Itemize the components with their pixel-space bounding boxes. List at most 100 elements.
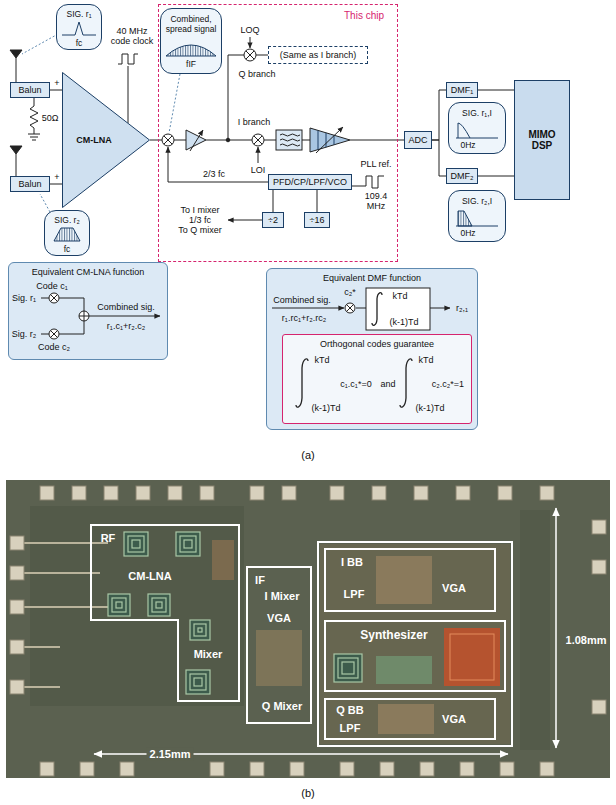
antenna-symbol (10, 50, 22, 154)
die-photo (104, 486, 118, 500)
node-outline (296, 359, 308, 407)
inductor (124, 532, 148, 556)
wire (40, 194, 50, 212)
spectrum-callout: SIG. r₁fc (56, 4, 102, 50)
node-text: 0Hz (460, 141, 475, 151)
die-photo (318, 542, 512, 746)
wire (168, 147, 268, 182)
dimension-label: 2.15mm (147, 748, 194, 761)
amplifier-triangle: CM-LNA (62, 72, 150, 208)
panel-caption: (a) (301, 449, 314, 462)
die-photo (414, 486, 428, 500)
die-photo (592, 700, 606, 714)
balun-box: Balun (10, 82, 50, 98)
signal-label: (k-1)Td (312, 403, 341, 413)
node-outline (456, 123, 498, 138)
signal-wire (478, 176, 514, 177)
signal-label: Q branch (238, 69, 275, 79)
node-text: fIF (186, 60, 196, 70)
die-photo (456, 486, 470, 500)
die-region: Q BBLPFVGA (324, 698, 496, 740)
node-text: SIG. r₁,I (462, 109, 492, 119)
die-photo (120, 762, 134, 776)
signal-wire (50, 184, 62, 185)
inductor (198, 628, 202, 632)
node-text: Q Mixer (262, 700, 302, 713)
node-text: CM-LNA (128, 570, 171, 583)
node-text: I Mixer (265, 590, 300, 603)
signal-wire (273, 190, 274, 212)
wire (169, 74, 180, 133)
amplifier-symbol (186, 130, 206, 150)
die-photo (168, 486, 182, 500)
amplifier-symbol (190, 130, 203, 151)
signal-label: I branch (238, 117, 271, 127)
signal-label: To I mixer (180, 205, 219, 215)
die-photo (40, 486, 54, 500)
inductor (338, 658, 358, 678)
clock-symbol (118, 54, 138, 64)
die-photo (6, 480, 610, 778)
die-photo (555, 508, 557, 748)
node-text: Balun (18, 85, 41, 95)
node-text: LPF (344, 588, 365, 601)
die-photo (372, 486, 386, 500)
node-text: VGA (442, 582, 466, 595)
die-photo (10, 640, 24, 654)
inductor (156, 602, 162, 608)
node-text: IF (255, 574, 265, 587)
resistor-symbol (28, 98, 40, 140)
signal-label: kTd (418, 355, 433, 365)
mixer-symbol (244, 49, 256, 61)
signal-wire (432, 90, 446, 140)
node-outline (49, 293, 59, 303)
divider-box: ÷2 (262, 212, 284, 228)
node-text: DMF₂ (451, 171, 474, 181)
node-outline (345, 303, 355, 313)
signal-label: c₂* (344, 287, 356, 297)
wire (250, 37, 251, 48)
die-photo (40, 762, 54, 776)
node-outline (90, 524, 240, 702)
node-outline (430, 308, 450, 309)
node-text: Balun (18, 179, 41, 189)
die-photo (282, 486, 296, 500)
die-photo (250, 486, 264, 500)
signal-label: 1/3 fc (189, 215, 211, 225)
spectrum-callout: SIG. r₂fc (44, 210, 90, 256)
mixer-symbol (226, 138, 230, 142)
amplifier-symbol (316, 127, 343, 153)
spectrum-callout: Combined, spread signalfIF (160, 8, 222, 74)
die-photo (136, 486, 150, 500)
filter-symbol (276, 130, 302, 150)
function-panel: Equivalent DMF functionOrthogonal codes … (266, 268, 478, 430)
signal-label: kTd (392, 291, 407, 301)
node-text: fc (64, 245, 71, 255)
signal-label: 109.4 MHz (359, 191, 393, 212)
die-region: RFCM-LNAMixer (90, 524, 240, 702)
inductor (112, 598, 126, 612)
node-text: VGA (442, 713, 466, 726)
signal-label: and (380, 379, 395, 389)
inductor (194, 678, 202, 686)
die-region: Synthesizer (324, 620, 506, 692)
adc-box: ADC (404, 131, 432, 149)
signal-label: kTd (314, 355, 329, 365)
inductor (190, 674, 206, 690)
inductor (152, 598, 166, 612)
node-text: Orthogonal codes guarantee (320, 339, 434, 349)
node-outline (51, 331, 58, 338)
node-outline (458, 211, 472, 226)
node-outline (400, 359, 412, 407)
die-photo (376, 656, 432, 684)
resistor-symbol (28, 98, 40, 140)
signal-wire (50, 90, 62, 91)
node-outline (41, 298, 160, 334)
amplifier-symbol (186, 127, 350, 153)
inductor (180, 536, 196, 552)
balun-box: Balun (10, 176, 50, 192)
die-photo (380, 762, 394, 776)
node-outline (63, 73, 150, 208)
die-photo (592, 520, 606, 534)
node-text: ÷2 (268, 215, 278, 225)
